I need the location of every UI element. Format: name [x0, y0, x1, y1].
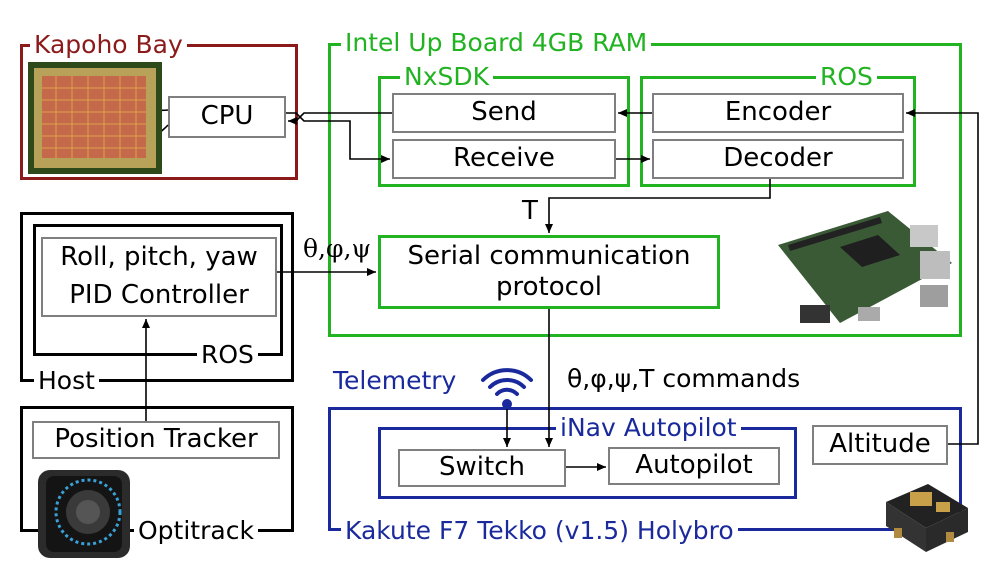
- cpu-block: CPU: [168, 96, 286, 138]
- nxsdk-label: NxSDK: [400, 64, 494, 89]
- position-tracker-block: Position Tracker: [32, 421, 280, 459]
- intel-up-board-label: Intel Up Board 4GB RAM: [341, 30, 652, 55]
- flight-controller-image: [886, 484, 968, 552]
- altitude-block: Altitude: [812, 425, 948, 465]
- kapoho-bay-label: Kapoho Bay: [30, 32, 187, 57]
- encoder-block: Encoder: [652, 93, 904, 133]
- optitrack-label: Optitrack: [134, 518, 258, 543]
- attitude-signal-label: θ,φ,ψ: [303, 234, 372, 263]
- host-group: [20, 212, 294, 382]
- serial-protocol-block: Serial communication protocol: [378, 235, 720, 309]
- telemetry-label: Telemetry: [333, 366, 457, 395]
- kakute-label: Kakute F7 Tekko (v1.5) Holybro: [341, 518, 738, 543]
- optitrack-camera-image: [38, 470, 130, 558]
- switch-block: Switch: [398, 449, 566, 487]
- commands-label: θ,φ,ψ,T commands: [567, 364, 801, 393]
- ros-host-group: [33, 224, 283, 356]
- autopilot-block: Autopilot: [608, 447, 780, 485]
- pid-controller-block: Roll, pitch, yaw PID Controller: [41, 237, 277, 317]
- ros-host-label: ROS: [197, 342, 258, 367]
- decoder-block: Decoder: [652, 139, 904, 179]
- ros-intel-label: ROS: [816, 64, 877, 89]
- inav-autopilot-label: iNav Autopilot: [556, 415, 741, 440]
- host-label: Host: [34, 368, 99, 393]
- thrust-label: T: [522, 196, 538, 226]
- loihi-chip-image: [28, 62, 162, 174]
- wifi-icon: [481, 368, 533, 396]
- receive-block: Receive: [392, 139, 616, 179]
- send-block: Send: [392, 93, 616, 133]
- up-board-image: [778, 211, 952, 323]
